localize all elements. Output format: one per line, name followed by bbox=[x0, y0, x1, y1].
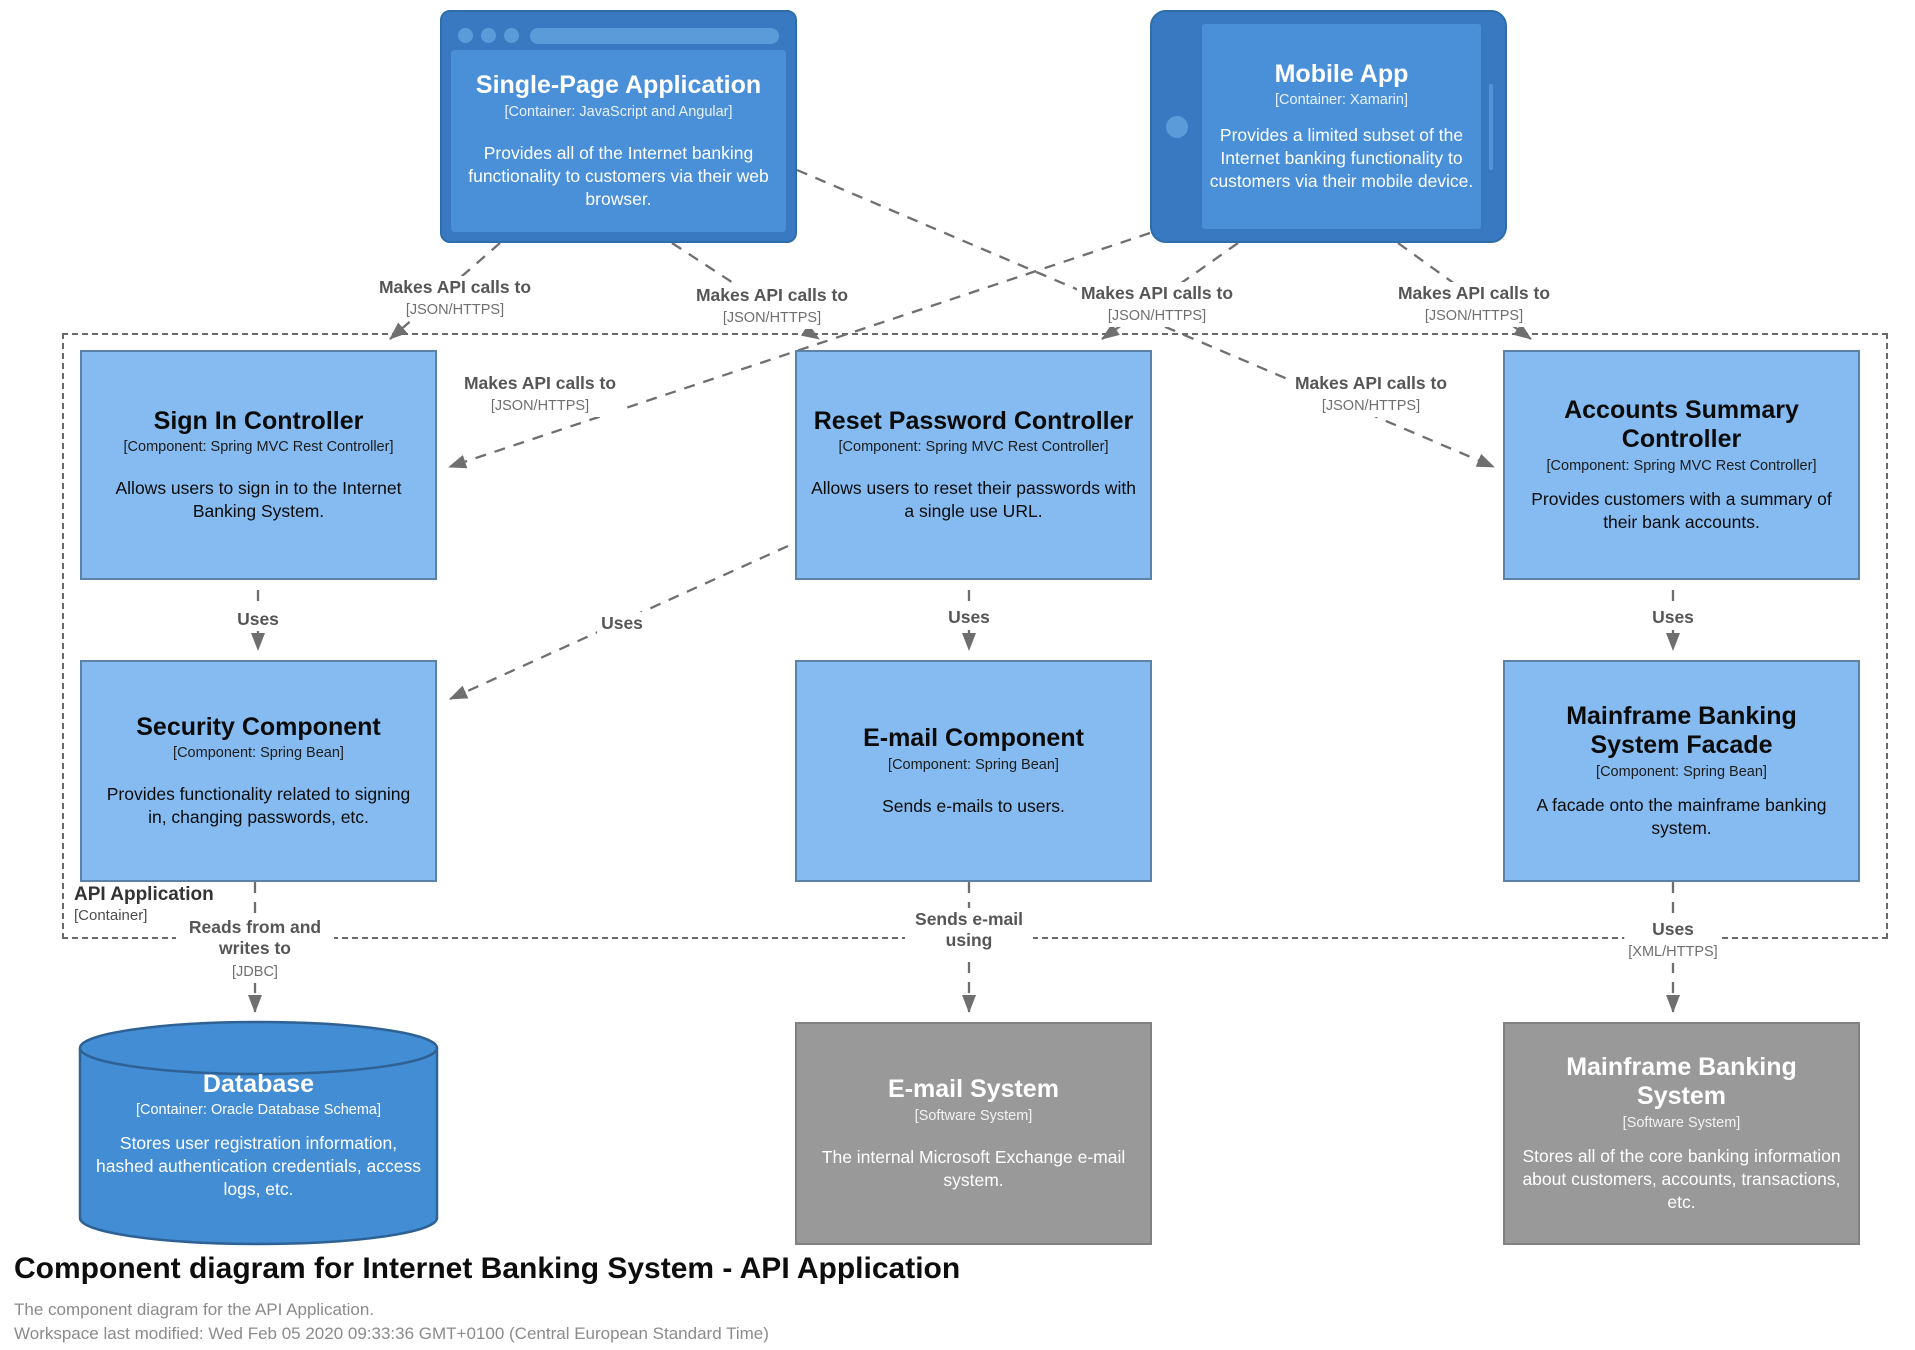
node-title: Single-Page Application bbox=[475, 71, 762, 100]
node-title: Mainframe Banking System bbox=[1566, 1052, 1797, 1111]
relationship-technology: [JSON/HTTPS] bbox=[1424, 308, 1524, 325]
diagram-footer: Component diagram for Internet Banking S… bbox=[14, 1252, 960, 1344]
relationship-label: Makes API calls to [JSON/HTTPS] bbox=[691, 284, 853, 330]
relationship-technology: [JSON/HTTPS] bbox=[405, 302, 505, 319]
node-meta: [Container: JavaScript and Angular] bbox=[504, 103, 733, 120]
node-description: Provides all of the Internet banking fun… bbox=[468, 142, 769, 209]
node-description: Provides functionality related to signin… bbox=[106, 784, 411, 828]
browser-address-bar bbox=[530, 28, 779, 44]
diagram-last-modified: Workspace last modified: Wed Feb 05 2020… bbox=[14, 1324, 769, 1343]
relationship-label: Uses [XML/HTTPS] bbox=[1624, 918, 1722, 964]
relationship-technology: [JSON/HTTPS] bbox=[1321, 398, 1421, 415]
component-mainframe-banking-system-facade[interactable]: Mainframe Banking System Facade [Compone… bbox=[1503, 660, 1860, 882]
software-system-mainframe-banking-system[interactable]: Mainframe Banking System [Software Syste… bbox=[1503, 1022, 1860, 1245]
relationship-text: Makes API calls to bbox=[1080, 283, 1234, 303]
container-mobile-app[interactable]: Mobile App [Container: Xamarin] Provides… bbox=[1150, 10, 1507, 243]
container-database[interactable]: Database [Container: Oracle Database Sch… bbox=[92, 1058, 425, 1213]
browser-dot-icon bbox=[481, 28, 496, 43]
relationship-label: Uses bbox=[944, 606, 994, 630]
relationship-text: Uses bbox=[601, 613, 643, 633]
relationship-label: Makes API calls to [JSON/HTTPS] bbox=[1290, 372, 1452, 418]
diagram-title: Component diagram for Internet Banking S… bbox=[14, 1252, 961, 1285]
node-description: The internal Microsoft Exchange e-mail s… bbox=[821, 1146, 1126, 1190]
node-description: Sends e-mails to users. bbox=[882, 795, 1065, 816]
relationship-label: Makes API calls to [JSON/HTTPS] bbox=[1393, 282, 1555, 328]
boundary-name: API Application bbox=[74, 884, 214, 905]
relationship-text: Uses bbox=[1652, 607, 1694, 627]
node-meta: [Component: Spring Bean] bbox=[173, 745, 344, 762]
node-meta: [Container: Xamarin] bbox=[1275, 92, 1408, 109]
node-meta: [Software System] bbox=[914, 1107, 1033, 1124]
node-title: Security Component bbox=[136, 712, 381, 741]
boundary-type: [Container] bbox=[74, 907, 148, 924]
node-meta: [Component: Spring Bean] bbox=[1596, 763, 1767, 780]
component-reset-password-controller[interactable]: Reset Password Controller [Component: Sp… bbox=[795, 350, 1152, 580]
browser-dot-icon bbox=[458, 28, 473, 43]
node-title: Mobile App bbox=[1274, 59, 1409, 88]
node-description: Provides a limited subset of the Interne… bbox=[1209, 125, 1474, 192]
node-title: Mainframe Banking System Facade bbox=[1566, 701, 1797, 760]
relationship-label: Uses bbox=[233, 608, 283, 632]
relationship-label: Makes API calls to [JSON/HTTPS] bbox=[459, 372, 621, 418]
component-security-component[interactable]: Security Component [Component: Spring Be… bbox=[80, 660, 437, 882]
relationship-text: Makes API calls to bbox=[695, 285, 849, 305]
browser-chrome bbox=[442, 12, 795, 50]
relationship-label: Reads from and writes to [JDBC] bbox=[176, 916, 334, 983]
relationship-technology: [XML/HTTPS] bbox=[1628, 944, 1718, 961]
component-accounts-summary-controller[interactable]: Accounts Summary Controller [Component: … bbox=[1503, 350, 1860, 580]
relationship-text: Makes API calls to bbox=[1397, 283, 1551, 303]
relationship-technology: [JSON/HTTPS] bbox=[490, 398, 590, 415]
node-meta: [Component: Spring MVC Rest Controller] bbox=[1546, 457, 1817, 474]
node-meta: [Component: Spring MVC Rest Controller] bbox=[123, 439, 394, 456]
node-title: E-mail System bbox=[888, 1075, 1059, 1104]
relationship-label: Uses bbox=[1648, 606, 1698, 630]
node-description: Stores user registration information, ha… bbox=[96, 1133, 421, 1200]
node-title: E-mail Component bbox=[863, 724, 1084, 753]
relationship-technology: [JSON/HTTPS] bbox=[1107, 308, 1207, 325]
container-single-page-application[interactable]: Single-Page Application [Container: Java… bbox=[440, 10, 797, 243]
relationship-text: Sends e-mail using bbox=[915, 909, 1023, 951]
relationship-technology: [JDBC] bbox=[232, 963, 278, 980]
node-meta: [Container: Oracle Database Schema] bbox=[135, 1102, 381, 1119]
node-title: Sign In Controller bbox=[153, 406, 364, 435]
node-meta: [Component: Spring MVC Rest Controller] bbox=[838, 439, 1109, 456]
browser-dot-icon bbox=[504, 28, 519, 43]
node-description: Stores all of the core banking informati… bbox=[1522, 1145, 1841, 1213]
component-email-component[interactable]: E-mail Component [Component: Spring Bean… bbox=[795, 660, 1152, 882]
node-title: Reset Password Controller bbox=[813, 406, 1134, 435]
relationship-text: Uses bbox=[948, 607, 990, 627]
relationship-label: Makes API calls to [JSON/HTTPS] bbox=[1076, 282, 1238, 328]
relationship-text: Makes API calls to bbox=[378, 277, 532, 297]
node-description: A facade onto the mainframe banking syst… bbox=[1536, 794, 1827, 838]
tablet-home-button-icon bbox=[1166, 116, 1188, 138]
software-system-email-system[interactable]: E-mail System [Software System] The inte… bbox=[795, 1022, 1152, 1245]
node-meta: [Component: Spring Bean] bbox=[888, 756, 1059, 773]
diagram-subtitle: The component diagram for the API Applic… bbox=[14, 1300, 375, 1319]
relationship-text: Makes API calls to bbox=[463, 373, 617, 393]
tablet-side-slit-icon bbox=[1489, 84, 1493, 170]
node-title: Database bbox=[202, 1069, 315, 1098]
node-description: Allows users to reset their passwords wi… bbox=[811, 478, 1136, 522]
relationship-label: Makes API calls to [JSON/HTTPS] bbox=[374, 276, 536, 322]
node-title: Accounts Summary Controller bbox=[1564, 395, 1799, 454]
component-sign-in-controller[interactable]: Sign In Controller [Component: Spring MV… bbox=[80, 350, 437, 580]
relationship-text: Uses bbox=[1652, 919, 1694, 939]
relationship-text: Makes API calls to bbox=[1294, 373, 1448, 393]
relationship-text: Reads from and writes to bbox=[188, 917, 322, 959]
relationship-text: Uses bbox=[237, 609, 279, 629]
node-description: Allows users to sign in to the Internet … bbox=[115, 478, 402, 522]
relationship-label: Uses bbox=[597, 612, 647, 636]
node-meta: [Software System] bbox=[1622, 1114, 1741, 1131]
database-cylinder-shape bbox=[78, 1020, 439, 1246]
relationship-label: Sends e-mail using bbox=[905, 908, 1033, 953]
node-description: Provides customers with a summary of the… bbox=[1531, 488, 1832, 532]
relationship-technology: [JSON/HTTPS] bbox=[722, 310, 822, 327]
